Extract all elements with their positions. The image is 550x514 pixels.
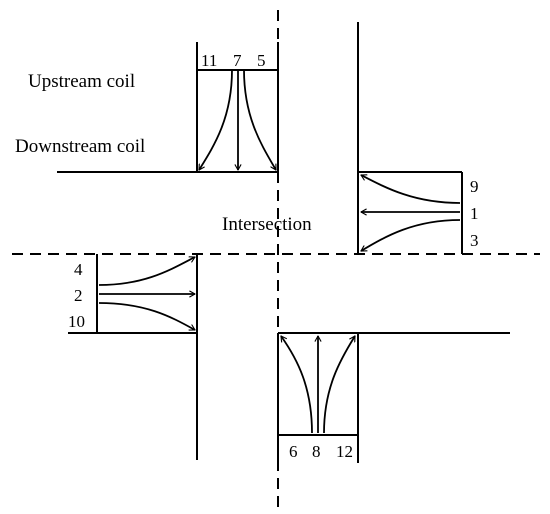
label-7: 7 [233,51,242,70]
label-3: 3 [470,231,479,250]
label-1: 1 [470,204,479,223]
label-6: 6 [289,442,298,461]
south-approach: 6 8 12 [277,333,358,463]
upstream-coil-label: Upstream coil [28,71,135,92]
label-2: 2 [74,286,83,305]
north-approach: 11 7 5 [197,42,279,172]
road-edges [57,22,510,463]
label-10: 10 [68,312,85,331]
intersection-label: Intersection [222,214,312,235]
downstream-coil-label: Downstream coil [15,136,145,157]
west-approach: 4 2 10 [68,254,195,333]
label-5: 5 [257,51,266,70]
label-4: 4 [74,260,83,279]
label-12: 12 [336,442,353,461]
label-8: 8 [312,442,321,461]
label-9: 9 [470,177,479,196]
label-11: 11 [201,51,217,70]
east-approach: 9 1 3 [361,172,479,254]
